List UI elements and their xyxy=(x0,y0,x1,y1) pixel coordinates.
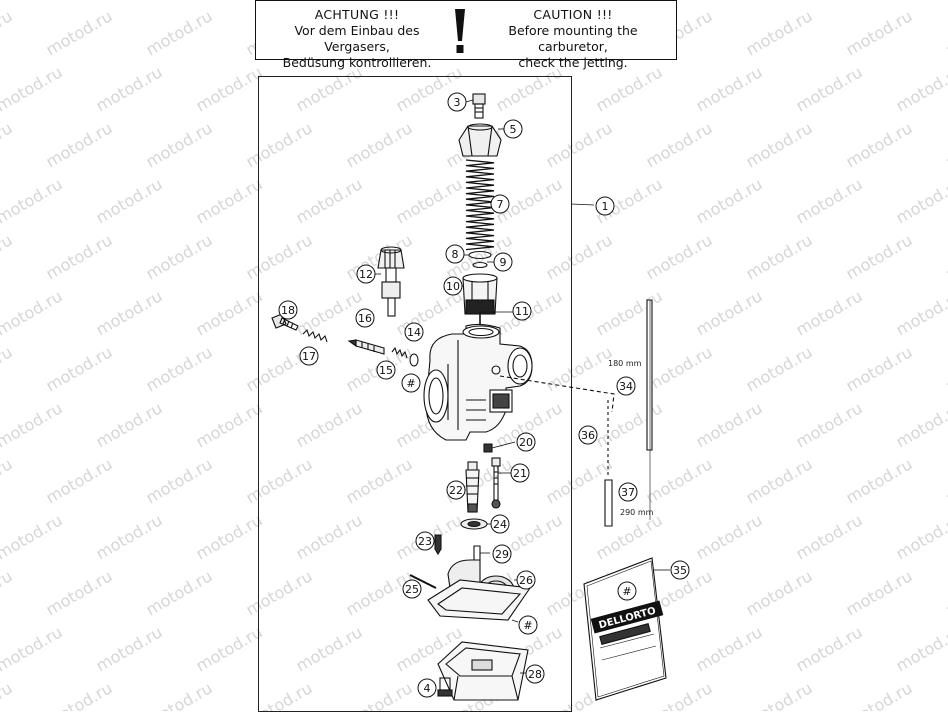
washer-part xyxy=(469,252,491,268)
callout-c26: 26 xyxy=(517,571,535,589)
callout-number: 11 xyxy=(515,305,529,318)
callout-number: 23 xyxy=(418,535,432,548)
jet-kit-bag-part xyxy=(584,558,666,700)
main-jet-part xyxy=(484,444,492,452)
callout-c37: 37 xyxy=(619,483,637,501)
throttle-slide-part xyxy=(463,274,497,314)
callout-c9: 9 xyxy=(494,253,512,271)
callout-c20: 20 xyxy=(517,433,535,451)
callout-c10: 10 xyxy=(444,277,462,295)
dimension-290: 290 mm xyxy=(620,508,654,517)
callout-number: 7 xyxy=(497,198,504,211)
callout-c17: 17 xyxy=(300,347,318,365)
callout-number: 22 xyxy=(449,484,463,497)
float-needle-part xyxy=(435,535,441,554)
callout-c14: 14 xyxy=(405,323,423,341)
callout-number: 20 xyxy=(519,436,533,449)
gasket-plate-part xyxy=(428,580,530,620)
callout-c35: 35 xyxy=(671,561,689,579)
callout-c7: 7 xyxy=(491,195,509,213)
callout-number: 24 xyxy=(493,518,507,531)
chamber-cover-part xyxy=(459,124,501,156)
callout-number: 9 xyxy=(500,256,507,269)
callout-c12: 12 xyxy=(357,265,375,283)
callout-h3: # xyxy=(618,582,636,600)
callout-number: # xyxy=(406,377,415,390)
float-valve-seat-part xyxy=(461,519,487,529)
callout-c8: 8 xyxy=(446,245,464,263)
carburetor-body-part xyxy=(424,324,532,440)
callout-c18: 18 xyxy=(279,301,297,319)
callout-number: 16 xyxy=(358,312,372,325)
callout-c34: 34 xyxy=(617,377,635,395)
callout-number: # xyxy=(523,619,532,632)
callout-number: # xyxy=(622,585,631,598)
callout-number: 34 xyxy=(619,380,633,393)
callout-number: 21 xyxy=(513,467,527,480)
callout-c11: 11 xyxy=(513,302,531,320)
callout-c21: 21 xyxy=(511,464,529,482)
callout-c28: 28 xyxy=(526,665,544,683)
callout-c23: 23 xyxy=(416,532,434,550)
callout-number: 12 xyxy=(359,268,373,281)
callout-h2: # xyxy=(519,616,537,634)
callout-c22: 22 xyxy=(447,481,465,499)
callout-c4: 4 xyxy=(418,679,436,697)
dimension-180: 180 mm xyxy=(608,359,642,368)
callout-c5: 5 xyxy=(504,120,522,138)
callout-number: 8 xyxy=(452,248,459,261)
callout-h1: # xyxy=(402,374,420,392)
o-ring-part xyxy=(410,354,418,366)
callout-number: 1 xyxy=(602,200,609,213)
callout-number: 15 xyxy=(379,364,393,377)
mixture-screw-part xyxy=(349,340,384,354)
small-spring-part xyxy=(392,348,407,358)
callout-number: 10 xyxy=(446,280,460,293)
atomizer-part xyxy=(466,462,479,512)
callout-c29: 29 xyxy=(493,545,511,563)
spring-part xyxy=(466,160,494,250)
callout-number: 18 xyxy=(281,304,295,317)
callout-c15: 15 xyxy=(377,361,395,379)
callout-number: 4 xyxy=(424,682,431,695)
callout-number: 37 xyxy=(621,486,635,499)
callout-number: 14 xyxy=(407,326,421,339)
idle-spring-part xyxy=(303,330,327,342)
callout-c36: 36 xyxy=(579,426,597,444)
callout-number: 17 xyxy=(302,350,316,363)
pilot-jet-part xyxy=(492,458,500,508)
callout-c1: 1 xyxy=(596,197,614,215)
callout-c3: 3 xyxy=(448,93,466,111)
callout-c24: 24 xyxy=(491,515,509,533)
callout-number: 35 xyxy=(673,564,687,577)
callout-number: 3 xyxy=(454,96,461,109)
callout-number: 29 xyxy=(495,548,509,561)
screw-part xyxy=(473,94,485,118)
callout-number: 36 xyxy=(581,429,595,442)
callout-c25: 25 xyxy=(403,580,421,598)
callout-number: 28 xyxy=(528,668,542,681)
callout-number: 25 xyxy=(405,583,419,596)
callout-number: 26 xyxy=(519,574,533,587)
callout-c16: 16 xyxy=(356,309,374,327)
choke-plunger-part xyxy=(378,247,404,316)
callout-number: 5 xyxy=(510,123,517,136)
